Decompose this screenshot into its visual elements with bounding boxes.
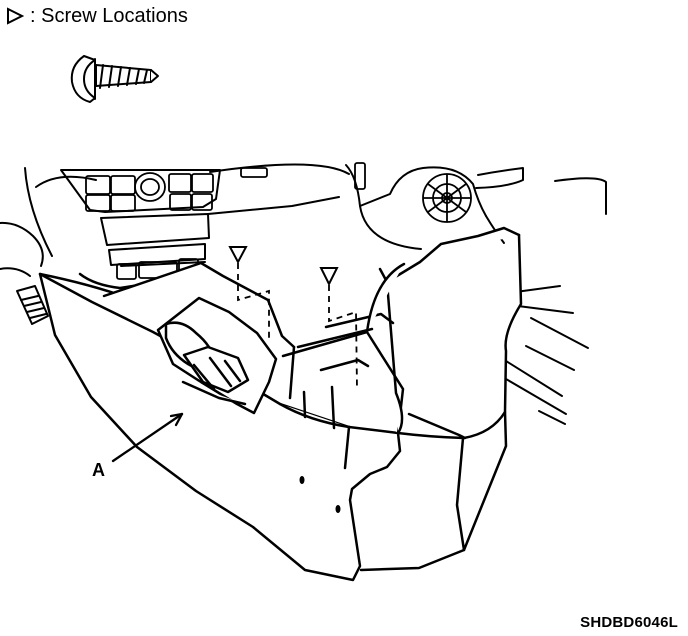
- screw-location-marker-2: [319, 267, 339, 287]
- screw-illustration: [70, 55, 159, 103]
- screw-location-guides: [237, 263, 358, 390]
- dashboard-controls: [85, 162, 472, 280]
- legend-label: : Screw Locations: [30, 5, 188, 27]
- vehicle-interior-outline: [0, 163, 607, 425]
- center-console-a: [38, 226, 523, 582]
- screw-location-markers: [228, 246, 339, 287]
- callout-label-a: A: [92, 460, 105, 480]
- screw-location-triangle-icon: [6, 7, 25, 25]
- figure-code: SHDBD6046L: [580, 614, 678, 631]
- screw-location-marker-1: [228, 246, 248, 265]
- legend: : Screw Locations: [6, 4, 188, 28]
- console-holes: [299, 476, 341, 513]
- callout-arrow-a: [111, 412, 184, 463]
